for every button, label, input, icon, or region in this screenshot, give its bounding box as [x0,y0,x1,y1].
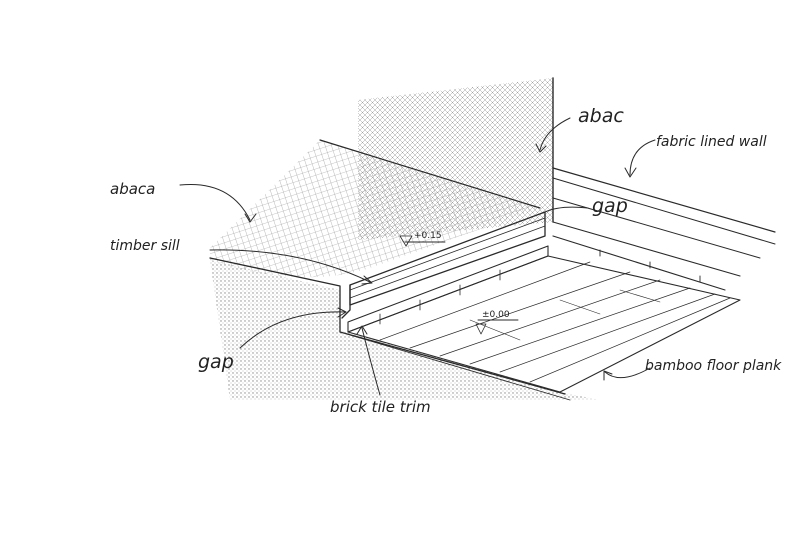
level-marker-upper: +0.15 [399,231,446,247]
level-floor-text: ±0.00 [482,310,510,320]
abaca-edge-back [319,139,541,209]
timber-sill [341,211,546,319]
label-bamboo-floor-plank: bamboo floor plank [645,358,782,374]
foundation-top-edge [209,257,566,395]
label-gap-bottom: gap [198,351,234,373]
level-marker-floor: ±0.00 [475,310,519,335]
label-abaca: abaca [110,180,155,198]
fabric-lined-wall [552,167,776,291]
leader-lines [179,117,656,396]
foundation-ground [210,260,600,400]
label-brick-tile-trim: brick tile trim [330,398,431,416]
leader-timber-sill [209,249,371,283]
leader-fabric-wall [629,139,656,176]
label-gap-top: gap [592,195,628,217]
label-fabric-lined-wall: fabric lined wall [656,134,767,150]
level-upper-text: +0.15 [414,231,442,241]
leader-abac [539,117,571,151]
leader-gap-bottom [239,311,346,349]
bamboo-floor [347,255,741,393]
leader-bamboo-floor [604,367,651,379]
leader-abaca [179,183,251,221]
abaca-mesh-platform [210,140,540,278]
leader-gap-top [544,206,589,213]
label-abac: abac [578,105,624,127]
foundation-slab-line [349,334,571,401]
leader-brick-trim [361,327,381,396]
label-timber-sill: timber sill [110,238,180,254]
